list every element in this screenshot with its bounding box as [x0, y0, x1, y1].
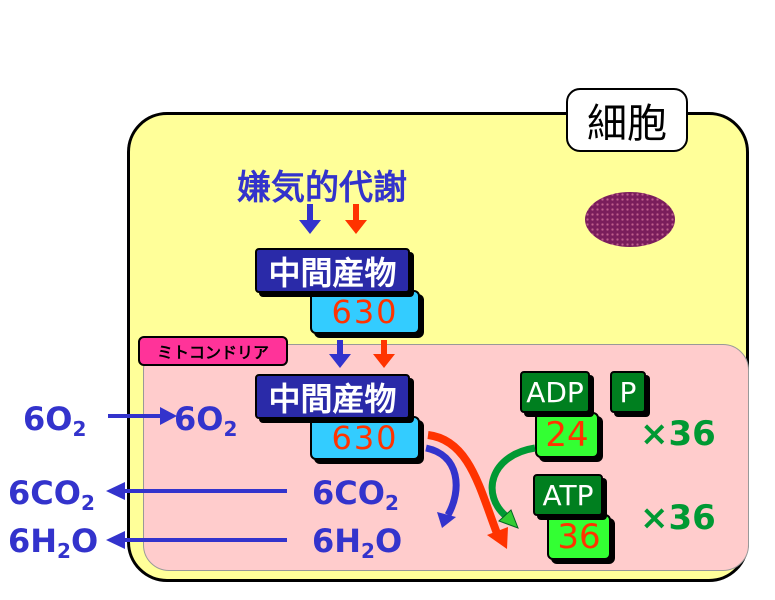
- adp-label: ADP: [520, 371, 590, 413]
- nucleus: [585, 192, 675, 247]
- red-curved-arrow: [427, 431, 502, 538]
- blue-down-arrow-top: [299, 204, 321, 234]
- outside-h2o: 6H2O: [8, 522, 99, 563]
- green-curved-arrow: [488, 444, 536, 520]
- atp-count: 36: [547, 514, 611, 560]
- red-down-arrow-mito: [373, 340, 395, 368]
- atp-label: ATP: [533, 474, 603, 516]
- inside-co2: 6CO2: [312, 474, 399, 515]
- intermediate-top-name: 中間産物: [255, 248, 410, 293]
- process-title: 嫌気的代謝: [237, 168, 407, 208]
- phosphate-label: P: [610, 371, 646, 413]
- multiplier-top: ×36: [640, 414, 716, 454]
- mitochondria-label: ミトコンドリア: [138, 336, 288, 366]
- multiplier-bottom: ×36: [640, 498, 716, 538]
- inside-h2o: 6H2O: [312, 522, 403, 563]
- h2o-outward-arrow: [106, 531, 287, 549]
- outside-co2: 6CO2: [8, 474, 95, 515]
- adp-count: 24: [535, 412, 599, 458]
- blue-down-arrow-mito: [329, 340, 351, 368]
- red-curved-arrowhead: [487, 527, 508, 549]
- blue-curved-arrowhead: [437, 512, 456, 528]
- green-curved-arrowhead: [498, 509, 519, 529]
- intermediate-mito-value: 630: [310, 416, 420, 460]
- red-down-arrow-top: [345, 204, 367, 234]
- o2-inward-arrow: [108, 407, 177, 425]
- blue-curved-arrow: [425, 444, 460, 517]
- intermediate-mito-name: 中間産物: [255, 374, 410, 419]
- intermediate-top-value: 630: [310, 290, 420, 334]
- inside-o2: 6O2: [174, 400, 238, 441]
- cell-label: 細胞: [566, 88, 688, 152]
- outside-o2: 6O2: [23, 400, 87, 441]
- co2-outward-arrow: [106, 482, 287, 500]
